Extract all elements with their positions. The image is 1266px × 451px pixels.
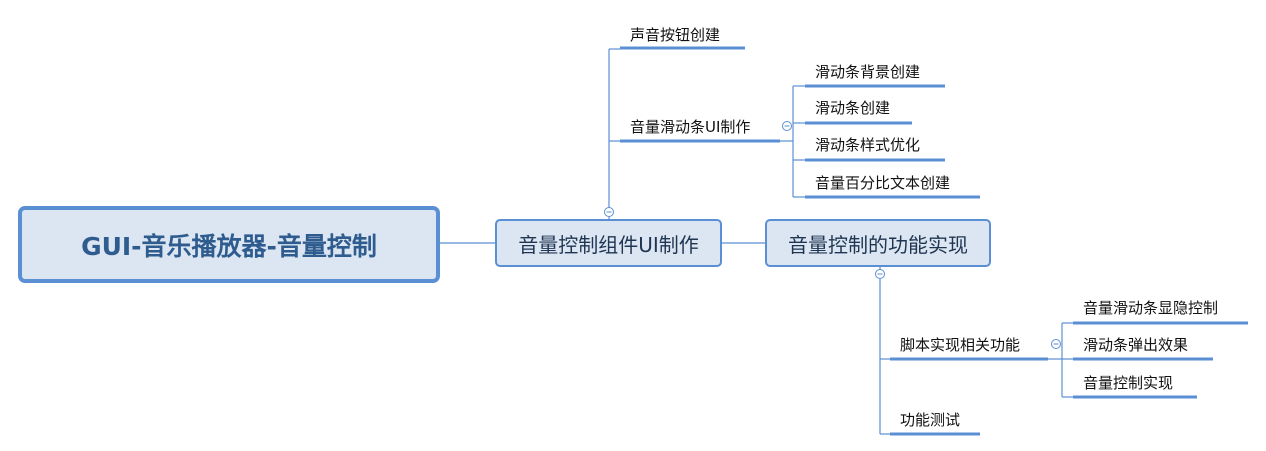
subtopic-script-impl[interactable]: 脚本实现相关功能	[900, 336, 1021, 354]
topic-ui-build[interactable]: 音量控制组件UI制作	[495, 219, 722, 267]
subtopic-slider-bg[interactable]: 滑动条背景创建	[815, 63, 921, 81]
subtopic-slider-visibility[interactable]: 音量滑动条显隐控制	[1083, 299, 1219, 317]
topic-function-impl[interactable]: 音量控制的功能实现	[765, 219, 991, 267]
collapse-icon	[604, 121, 1061, 349]
subtopic-testing[interactable]: 功能测试	[900, 411, 961, 429]
subtopic-slider-style[interactable]: 滑动条样式优化	[815, 136, 921, 154]
subtopic-sound-button[interactable]: 声音按钮创建	[630, 26, 721, 44]
subtopic-slider-popup[interactable]: 滑动条弹出效果	[1083, 336, 1189, 354]
subtopic-volume-slider-ui[interactable]: 音量滑动条UI制作	[630, 118, 751, 136]
subtopic-percent-text[interactable]: 音量百分比文本创建	[815, 174, 951, 192]
subtopic-volume-control[interactable]: 音量控制实现	[1083, 374, 1174, 392]
subtopic-slider-create[interactable]: 滑动条创建	[815, 99, 891, 117]
root-topic[interactable]: GUI-音乐播放器-音量控制	[18, 206, 440, 283]
